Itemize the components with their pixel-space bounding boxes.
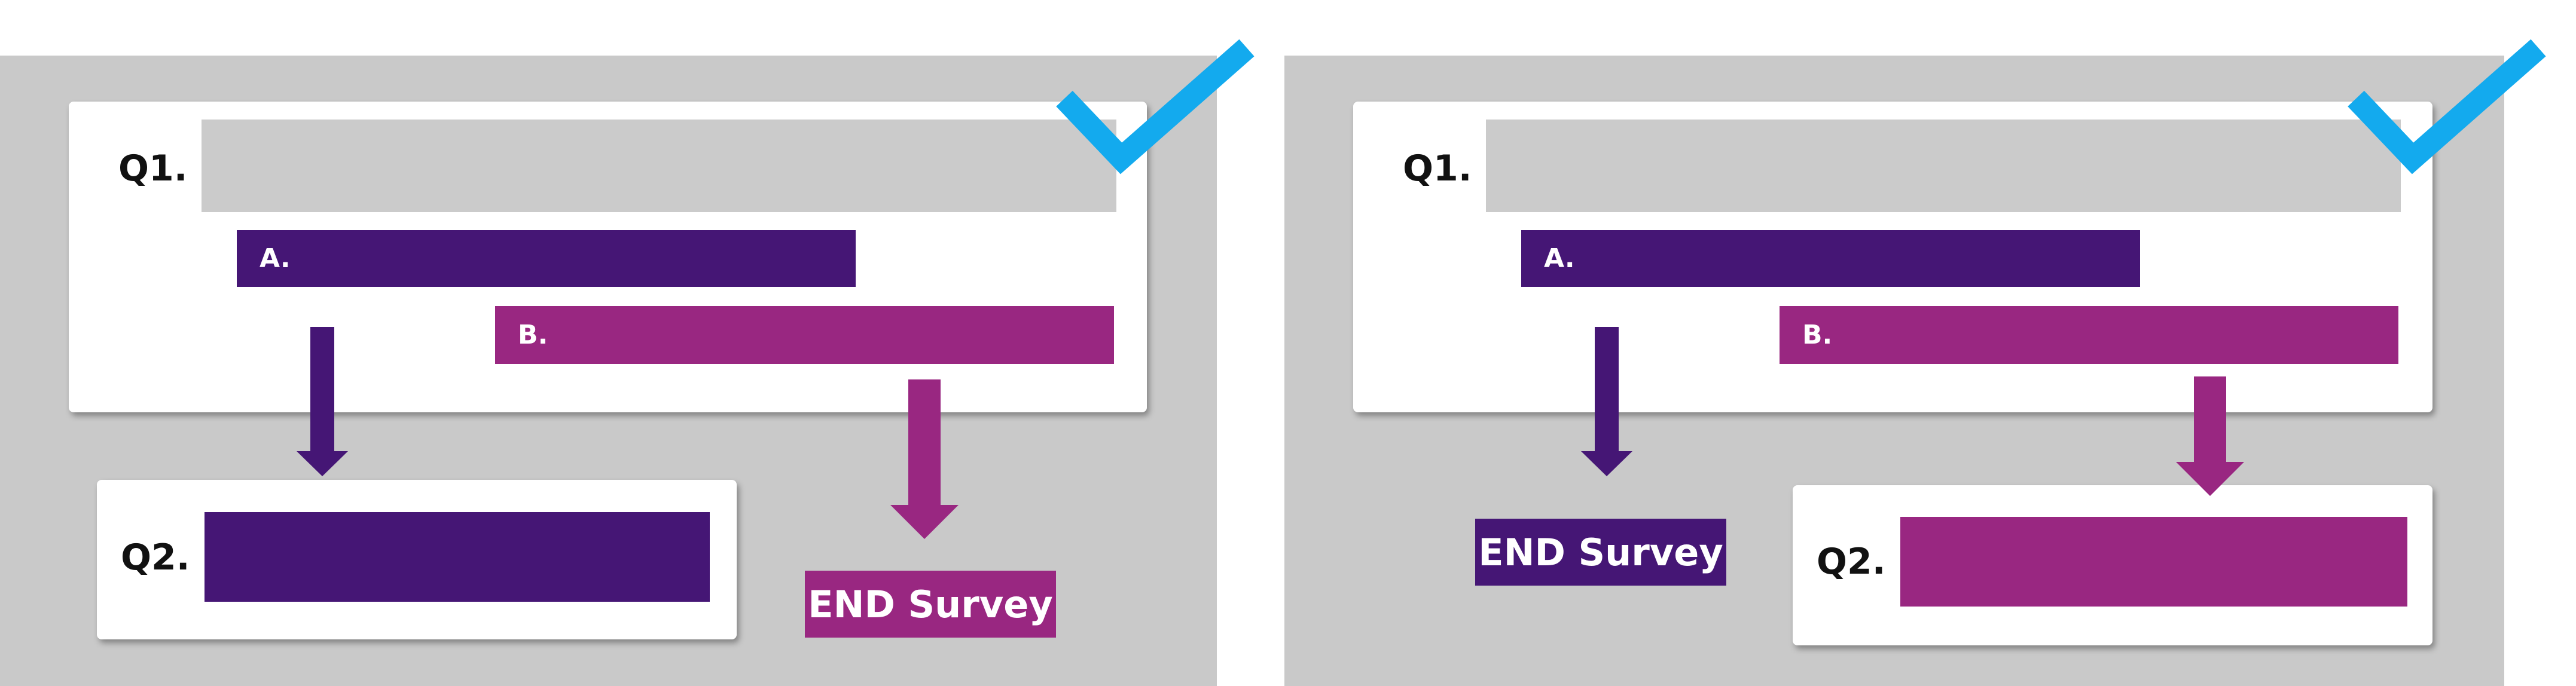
right-option-a-bar[interactable]: A. [1521, 230, 2140, 287]
checkmark-icon [1056, 39, 1255, 174]
left-option-b-label: B. [518, 320, 548, 350]
left-end-survey-box: END Survey [805, 571, 1056, 638]
left-arrow-b-to-end [890, 379, 959, 539]
right-option-b-label: B. [1802, 320, 1833, 350]
right-q1-text-bar [1486, 120, 2401, 212]
left-q1-label: Q1. [118, 148, 188, 189]
right-q2-label: Q2. [1817, 541, 1886, 583]
left-option-a-bar[interactable]: A. [237, 230, 856, 287]
right-option-a-label: A. [1544, 243, 1575, 274]
right-end-survey-box: END Survey [1475, 519, 1726, 586]
right-arrow-a-to-end [1581, 327, 1632, 476]
right-arrow-b-to-q2 [2176, 376, 2244, 496]
left-option-b-bar[interactable]: B. [495, 306, 1114, 364]
left-q2-label: Q2. [121, 537, 190, 578]
checkmark-icon [2348, 39, 2546, 174]
right-q1-label: Q1. [1403, 148, 1472, 189]
left-q2-answer-bar [205, 512, 710, 602]
left-q1-text-bar [202, 120, 1116, 212]
right-option-b-bar[interactable]: B. [1780, 306, 2398, 364]
left-arrow-a-to-q2 [297, 327, 348, 476]
right-q2-answer-bar [1900, 517, 2407, 607]
left-option-a-label: A. [260, 243, 291, 274]
